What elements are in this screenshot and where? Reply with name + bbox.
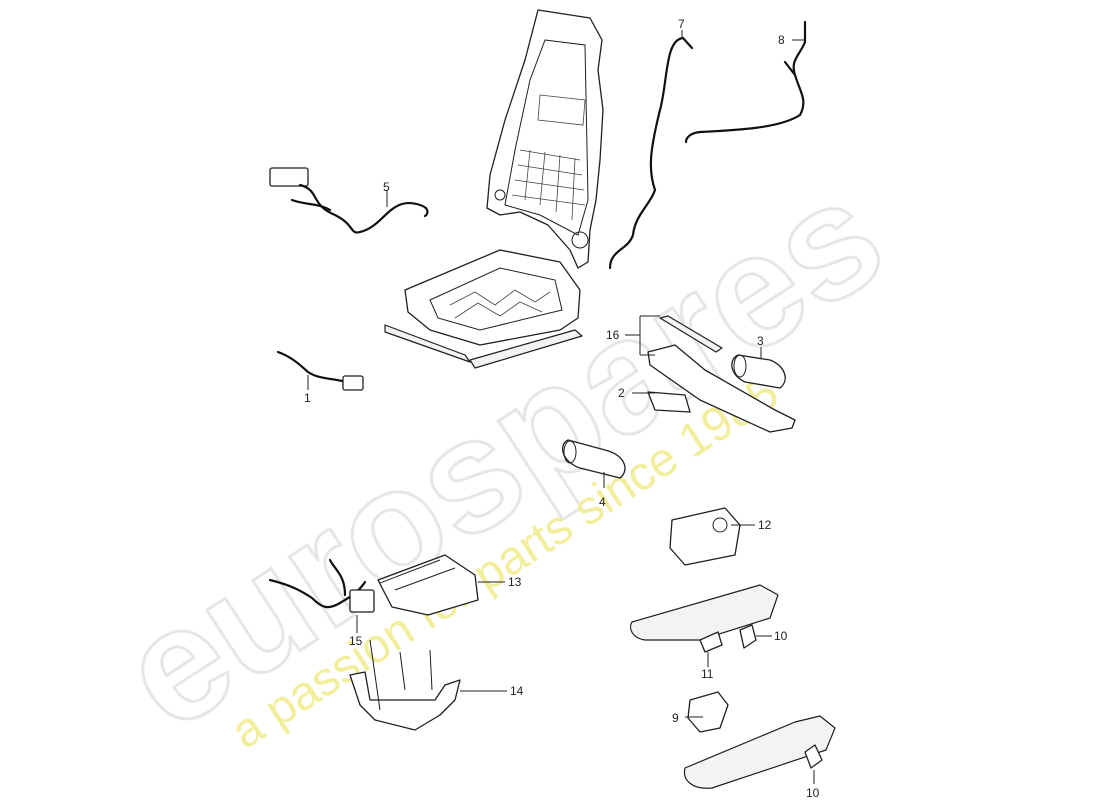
callout-14: 14 xyxy=(510,684,524,698)
wiring-harness-5 xyxy=(269,167,429,234)
callout-2: 2 xyxy=(618,386,625,400)
wiring-harness-15 xyxy=(268,558,375,613)
switch-module-12 xyxy=(669,507,741,566)
callout-10-lower: 10 xyxy=(806,786,820,800)
seat-cushion-frame xyxy=(384,249,583,369)
adjuster-shaft xyxy=(659,315,723,353)
trim-cover-10-lower xyxy=(804,744,823,769)
mounting-bracket-14 xyxy=(349,639,461,731)
callout-5: 5 xyxy=(383,180,390,194)
seat-backrest-frame xyxy=(486,9,604,269)
callout-16: 16 xyxy=(606,328,620,342)
callout-12: 12 xyxy=(758,518,772,532)
side-trim-upper xyxy=(629,584,779,641)
wiring-harness-1 xyxy=(276,350,364,391)
adjuster-bracket xyxy=(647,344,796,433)
callout-9: 9 xyxy=(672,711,679,725)
callout-1: 1 xyxy=(304,391,311,405)
switch-9 xyxy=(687,691,729,733)
callout-4: 4 xyxy=(599,495,606,509)
watermark: eurospares a passion for parts since 198… xyxy=(90,142,914,765)
callout-8: 8 xyxy=(778,33,785,47)
callout-11: 11 xyxy=(701,667,714,681)
wiring-harness-8 xyxy=(684,20,807,144)
motor-3 xyxy=(731,354,786,389)
callout-10-upper: 10 xyxy=(774,629,788,643)
wiring-harness-7 xyxy=(608,36,694,270)
callout-13: 13 xyxy=(508,575,522,589)
control-unit-13 xyxy=(377,554,479,616)
callout-leaders xyxy=(307,30,815,784)
callout-15: 15 xyxy=(349,634,363,648)
trim-cover-11 xyxy=(699,631,723,653)
trim-cover-10-upper xyxy=(739,624,757,649)
watermark-brand: eurospares xyxy=(91,144,912,764)
side-trim-lower xyxy=(683,715,836,789)
callout-labels: 1 2 3 4 5 7 8 9 10 10 11 12 13 14 15 16 xyxy=(304,17,820,800)
callout-3: 3 xyxy=(757,334,764,348)
motor-4 xyxy=(562,439,626,479)
callout-7: 7 xyxy=(678,17,685,31)
